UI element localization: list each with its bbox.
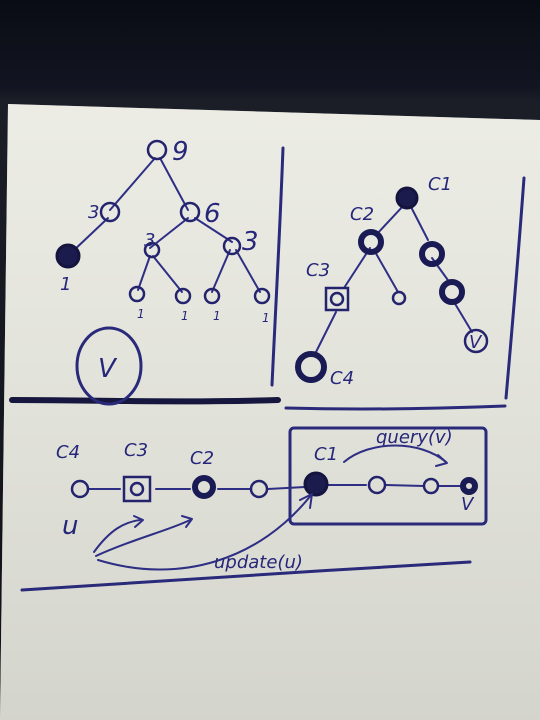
weight-right: 6 <box>204 199 221 229</box>
path-node-c3-box <box>122 475 152 503</box>
weight-right-right: 3 <box>242 227 259 257</box>
horizontal-divider-left <box>9 397 281 405</box>
path-node-v <box>460 477 478 495</box>
vertical-divider-top <box>270 146 285 387</box>
tree-node-right <box>179 201 201 223</box>
label-c1: C1 <box>428 174 452 195</box>
tree-leaf <box>253 287 271 305</box>
circled-v-ring <box>75 326 143 406</box>
tree-root-node <box>146 139 168 161</box>
tree-edge <box>109 157 156 211</box>
tree-edge <box>152 255 183 293</box>
node-c4 <box>295 351 327 383</box>
tree-leaf <box>203 287 221 305</box>
circled-v-label: V <box>98 354 118 384</box>
tree-edge <box>375 204 405 236</box>
tree-edge <box>71 217 109 253</box>
tree-leaf <box>391 290 407 306</box>
node-v-ring <box>463 328 489 354</box>
tree-edge <box>315 311 337 353</box>
update-arrowhead <box>181 515 193 528</box>
path-node <box>249 479 269 499</box>
tree-edge <box>211 249 231 293</box>
tree-edge <box>343 247 371 289</box>
label-c2: C2 <box>350 204 374 225</box>
path-edge <box>267 486 306 490</box>
path-decomposition: query(v) C4 C3 C2 C1 V u update(u) <box>56 426 488 573</box>
tree-node-rl <box>143 241 161 259</box>
leaf-mark: 1 <box>213 309 221 323</box>
tree-heavy-leaf-node <box>55 243 81 269</box>
weight-left: 3 <box>88 202 99 223</box>
update-label: update(u) <box>214 552 303 573</box>
tree-leaf <box>128 285 146 303</box>
path-node <box>367 475 387 495</box>
vertical-divider-top-right <box>504 176 526 400</box>
heavy-node <box>419 241 445 267</box>
label-c3: C3 <box>306 260 330 281</box>
tree-node-left <box>99 201 121 223</box>
query-arrow <box>343 444 447 463</box>
path-label-v: V <box>461 494 475 515</box>
tree-edge <box>453 301 473 333</box>
label-c4: C4 <box>330 368 354 389</box>
path-node <box>422 477 440 495</box>
tree-edge <box>137 255 151 291</box>
tree-node-rr <box>222 236 242 256</box>
heavy-path-tree: C1 C2 C3 C4 V <box>295 174 489 389</box>
path-label-c2: C2 <box>190 448 214 469</box>
update-arrow-long <box>97 493 313 571</box>
path-label-u: u <box>62 511 78 541</box>
weighted-tree: 9 3 6 3 3 1 1 1 1 1 V <box>55 137 271 406</box>
leaf-mark: 1 <box>137 307 145 321</box>
node-c3 <box>329 291 345 307</box>
path-node-c1 <box>303 471 329 497</box>
label-v: V <box>469 332 483 353</box>
weight-right-left: 3 <box>144 230 155 251</box>
update-arrow <box>93 519 141 553</box>
tree-leaf <box>174 287 192 305</box>
path-label-c3: C3 <box>124 440 148 461</box>
path-node-c3 <box>129 481 145 497</box>
path-node-c2 <box>192 475 216 499</box>
tree-edge <box>373 249 399 293</box>
horizontal-divider-bottom <box>20 560 472 592</box>
path-label-c4: C4 <box>56 442 80 463</box>
node-c1 <box>395 186 419 210</box>
tree-edge <box>159 157 189 211</box>
path-edge <box>385 484 425 487</box>
horizontal-divider-right <box>284 404 507 411</box>
weight-root: 9 <box>172 137 189 167</box>
query-box <box>288 426 488 526</box>
paper-shade <box>0 104 540 720</box>
update-arrowhead <box>299 493 313 509</box>
query-label: query(v) <box>376 427 453 448</box>
node-c2 <box>358 229 384 255</box>
path-label-c1: C1 <box>314 444 338 465</box>
tree-edge <box>409 204 429 241</box>
update-arrowhead <box>133 515 144 528</box>
leaf-mark: 1 <box>262 311 270 325</box>
tree-edge <box>235 249 261 293</box>
tree-edge <box>194 217 233 243</box>
leaf-mark: 1 <box>181 309 189 323</box>
query-arrowhead <box>435 454 448 467</box>
weight-leaf: 1 <box>60 274 71 295</box>
heavy-node <box>439 279 465 305</box>
node-c3-box <box>324 286 350 312</box>
path-node-c4 <box>70 479 90 499</box>
update-arrow <box>95 519 191 557</box>
